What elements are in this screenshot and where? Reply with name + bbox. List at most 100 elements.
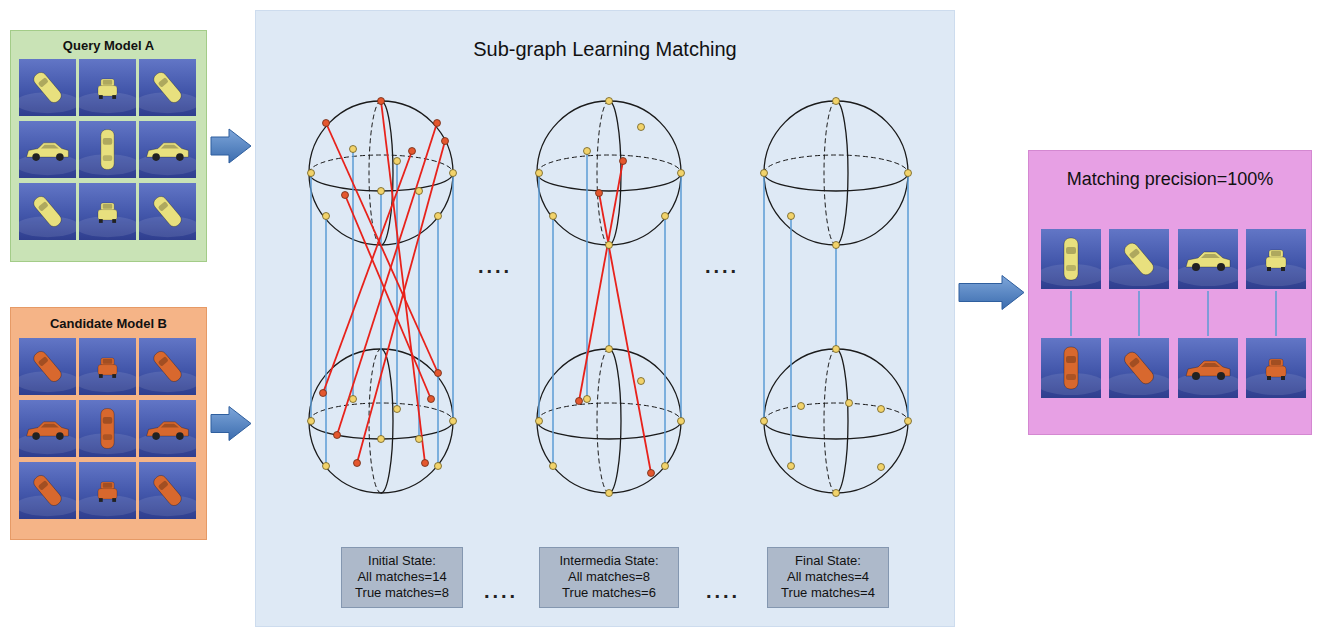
graph-vertices [833,98,840,105]
query-view-images [15,183,80,240]
graph-vertices [450,418,457,425]
true-match-lines [790,216,792,466]
graph-vertices [450,170,457,177]
true-match-lines [418,191,420,439]
query-view-images [15,59,80,116]
graph-vertices [350,146,357,153]
graph-vertices [416,436,423,443]
panel-heading: Candidate Model B [50,316,167,332]
graph-vertices [905,418,912,425]
candidate-view-images [31,349,63,384]
matched-view-images [1037,229,1105,289]
false-match-vertices [342,192,349,199]
state-text: True matches=4 [781,585,875,601]
query-model-panel: Query Model A [10,30,207,262]
matched-view-images [1186,361,1230,380]
candidate-view-images [98,482,117,502]
graph-vertices [662,213,669,220]
graph-vertices [878,464,885,471]
query-view-images [98,203,117,223]
state-text: All matches=14 [357,569,446,585]
matched-view-images [1242,229,1310,289]
panel-title: Sub-graph Learning Matching [473,37,737,62]
false-match-lines [579,161,623,401]
state-text: All matches=4 [787,569,869,585]
matched-view-images [1174,338,1242,398]
query-view-images [98,79,117,99]
panel-heading: Query Model A [63,38,154,54]
true-match-lines [437,216,439,466]
true-match-lines [907,173,909,421]
result-panel: Matching precision=100% [1028,150,1312,435]
ellipsis-mark: .... [484,581,518,601]
graph-vertices [308,170,315,177]
false-match-vertices [378,98,385,105]
graph-vertices [378,188,385,195]
false-match-vertices [442,138,449,145]
matched-view-images [1029,151,1313,436]
block-arrow [959,276,1024,310]
graph-vertices [550,213,557,220]
true-match-lines [310,173,312,421]
true-match-lines [452,173,454,421]
graph-vertices [878,406,885,413]
false-match-vertices [620,158,627,165]
sphere-graphs [537,349,681,493]
state-text: True matches=6 [562,585,656,601]
graph-vertices [584,148,591,155]
false-match-lines [323,151,412,393]
true-match-lines [664,216,666,466]
query-view-images [11,31,208,263]
matched-view-images [1105,229,1173,289]
false-match-vertices [323,120,330,127]
true-match-lines [396,161,398,409]
graph-vertices [536,170,543,177]
true-match-lines [311,149,908,466]
candidate-view-images [75,400,140,457]
graph-vertices [846,400,853,407]
graph-vertices [798,403,805,410]
query-view-images [31,194,63,229]
graph-vertices [435,213,442,220]
matched-view-images [1122,241,1156,278]
graph-vertices [788,213,795,220]
false-match-lines [345,195,431,399]
false-match-vertices [422,460,429,467]
false-match-vertices [596,190,603,197]
query-view-images [75,183,140,240]
query-view-images [147,143,189,161]
false-match-vertices [409,148,416,155]
false-match-lines [326,123,438,373]
graph-vertices [833,490,840,497]
graph-vertices [833,346,840,353]
false-match-lines [381,101,425,463]
sphere-graphs [537,101,681,245]
false-match-lines [599,193,651,473]
candidate-view-images [15,338,80,395]
true-match-lines [835,245,837,349]
graph-vertices [678,170,685,177]
ellipsis-mark: .... [705,256,739,276]
match-lines [1275,291,1277,336]
graph-vertices [584,396,591,403]
query-view-images [135,121,200,178]
candidate-model-panel: Candidate Model B [10,307,207,540]
query-view-images [151,70,183,105]
candidate-view-images [147,422,189,440]
ellipsis-mark: .... [706,581,740,601]
state-text: Initial State: [368,553,436,569]
graph-vertices [606,98,613,105]
query-view-images [151,194,183,229]
state-box: Intermedia State:All matches=8True match… [539,547,679,608]
true-match-lines [325,216,327,466]
query-view-images [27,143,69,161]
matched-view-images [1037,338,1105,398]
candidate-view-images [31,473,63,508]
false-match-vertices [354,460,361,467]
matched-view-images [1242,338,1310,398]
graph-vertices [394,406,401,413]
graph-vertices [416,188,423,195]
graph-vertices [323,463,330,470]
